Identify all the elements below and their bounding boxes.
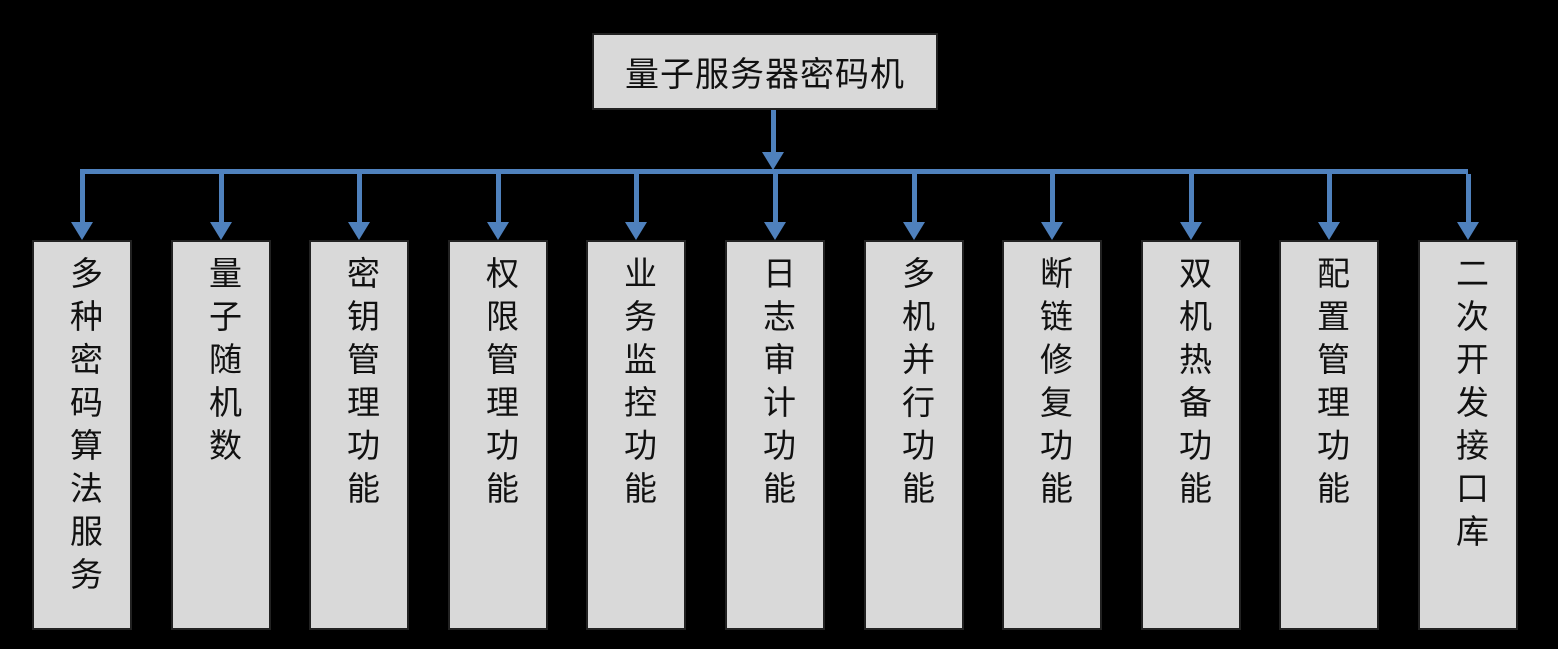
root-node-label: 量子服务器密码机 <box>625 57 905 94</box>
tree-node: 多机并行功能 <box>864 240 964 630</box>
tree-node: 二次开发接口库 <box>1418 240 1518 630</box>
arrow-down-icon <box>487 222 509 240</box>
branch-column: 多种密码算法服务 <box>12 174 152 634</box>
arrow-down-icon <box>210 222 232 240</box>
tree-node-label: 权限管理功能 <box>480 256 517 514</box>
tree-node-label: 量子随机数 <box>203 256 240 471</box>
arrow-shaft <box>772 174 778 222</box>
arrow-shaft <box>1049 174 1055 222</box>
tree-node: 配置管理功能 <box>1279 240 1379 630</box>
arrow-down-icon <box>1457 222 1479 240</box>
arrow-shaft <box>1188 174 1194 222</box>
branch-column: 多机并行功能 <box>844 174 984 634</box>
branch-column: 配置管理功能 <box>1259 174 1399 634</box>
tree-node: 密钥管理功能 <box>309 240 409 630</box>
tree-node: 权限管理功能 <box>448 240 548 630</box>
tree-node: 双机热备功能 <box>1141 240 1241 630</box>
branch-column: 量子随机数 <box>151 174 291 634</box>
arrow-shaft <box>1465 174 1471 222</box>
arrow-shaft <box>633 174 639 222</box>
tree-node-label: 业务监控功能 <box>618 256 655 514</box>
arrow-shaft <box>218 174 224 222</box>
root-connector-shaft <box>771 110 776 152</box>
connector-bus-line <box>80 169 1468 174</box>
arrow-shaft <box>911 174 917 222</box>
arrow-down-icon <box>1318 222 1340 240</box>
arrow-shaft <box>1326 174 1332 222</box>
arrow-down-icon <box>903 222 925 240</box>
arrow-down-icon <box>71 222 93 240</box>
tree-node-label: 多机并行功能 <box>896 256 933 514</box>
tree-node: 量子随机数 <box>171 240 271 630</box>
branch-column: 日志审计功能 <box>705 174 845 634</box>
tree-node: 多种密码算法服务 <box>32 240 132 630</box>
root-node: 量子服务器密码机 <box>592 33 938 110</box>
arrow-shaft <box>356 174 362 222</box>
tree-node-label: 二次开发接口库 <box>1450 256 1487 557</box>
tree-node-label: 双机热备功能 <box>1173 256 1210 514</box>
arrow-down-icon <box>348 222 370 240</box>
tree-node: 日志审计功能 <box>725 240 825 630</box>
tree-node-label: 断链修复功能 <box>1034 256 1071 514</box>
branch-column: 密钥管理功能 <box>289 174 429 634</box>
branch-column: 权限管理功能 <box>428 174 568 634</box>
tree-node: 断链修复功能 <box>1002 240 1102 630</box>
arrow-shaft <box>79 174 85 222</box>
arrow-down-icon <box>764 222 786 240</box>
tree-node-label: 多种密码算法服务 <box>64 256 101 600</box>
arrow-shaft <box>495 174 501 222</box>
branch-column: 业务监控功能 <box>566 174 706 634</box>
arrow-down-icon <box>1041 222 1063 240</box>
branch-column: 断链修复功能 <box>982 174 1122 634</box>
arrow-down-icon <box>625 222 647 240</box>
branch-column: 双机热备功能 <box>1121 174 1261 634</box>
root-connector-arrowhead-icon <box>762 152 784 170</box>
tree-node-label: 日志审计功能 <box>757 256 794 514</box>
arrow-down-icon <box>1180 222 1202 240</box>
tree-node-label: 密钥管理功能 <box>341 256 378 514</box>
branch-column: 二次开发接口库 <box>1398 174 1538 634</box>
tree-node-label: 配置管理功能 <box>1311 256 1348 514</box>
tree-node: 业务监控功能 <box>586 240 686 630</box>
